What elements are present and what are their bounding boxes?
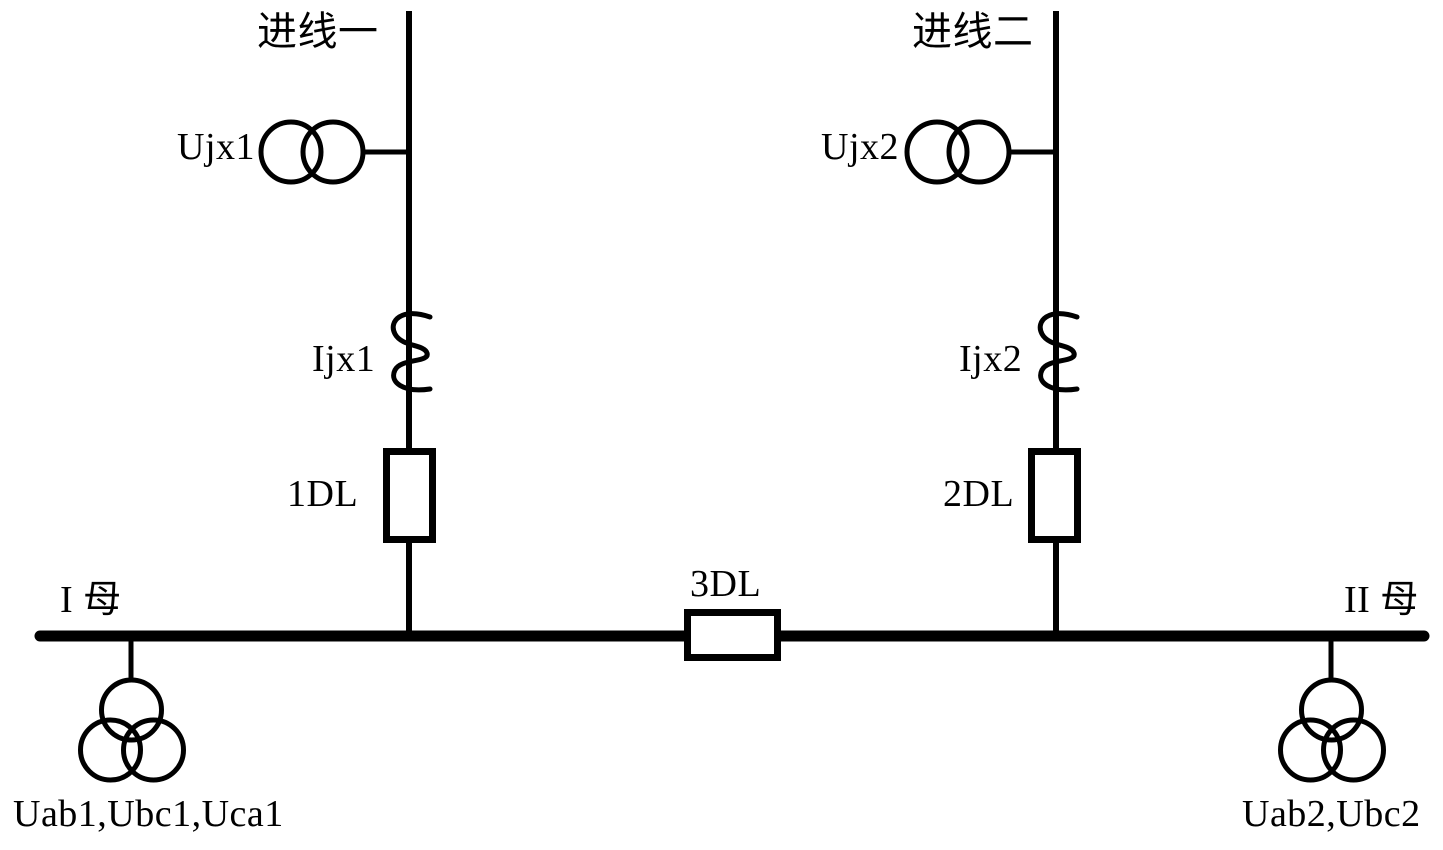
breaker-3dl-label: 3DL [690, 563, 762, 605]
vt1-label: Ujx1 [177, 126, 255, 168]
feeder-1-label: 进线一 [257, 9, 379, 54]
bus1-pt-signals-label: Uab1,Ubc1,Uca1 [13, 793, 284, 835]
bus1-label: I 母 [60, 579, 122, 621]
breaker-1dl-symbol [383, 448, 436, 543]
ct2-label: Ijx2 [959, 338, 1023, 380]
breaker-2dl-label: 2DL [943, 473, 1015, 515]
bus1-voltage-transformer-icon [81, 680, 184, 780]
breaker-2dl-symbol [1028, 448, 1081, 543]
bus2-pt-signals-label: Uab2,Ubc2 [1242, 793, 1421, 835]
voltage-transformer-2-icon [907, 122, 1009, 182]
feeder-2-label: 进线二 [912, 9, 1034, 54]
vt2-label: Ujx2 [821, 126, 899, 168]
ct1-label: Ijx1 [312, 338, 376, 380]
voltage-transformer-1-icon [261, 122, 363, 182]
bus2-voltage-transformer-icon [1281, 680, 1384, 780]
bus2-label: II 母 [1344, 579, 1419, 621]
breaker-1dl-label: 1DL [287, 473, 359, 515]
breaker-3dl-symbol [684, 609, 781, 661]
